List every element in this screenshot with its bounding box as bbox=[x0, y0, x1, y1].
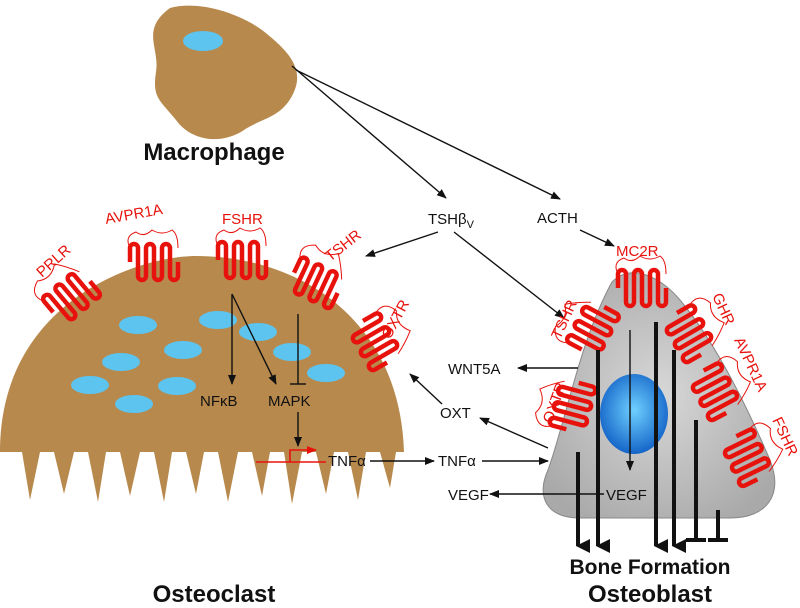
osteoblast-mc2r-receptor bbox=[615, 255, 669, 309]
osteoblast-mc2r-label: MC2R bbox=[616, 243, 659, 260]
osteoclast-fshr-label: FSHR bbox=[222, 211, 263, 228]
arrow-macrophage-to-tshbv bbox=[291, 65, 447, 199]
oxt-label: OXT bbox=[440, 405, 471, 422]
osteoclast-nuclei bbox=[71, 311, 345, 413]
tnfa-promoter-arrow bbox=[289, 446, 317, 462]
osteoclast-label: Osteoclast bbox=[153, 581, 276, 608]
osteoblast-fshr-label: FSHR bbox=[768, 415, 800, 459]
osteoblast-tnfa-label: TNFα bbox=[438, 453, 476, 470]
osteoclast-tshr-label: TSHR bbox=[322, 227, 365, 266]
osteoclast-avpr1a-receptor bbox=[127, 229, 181, 283]
arrow-macrophage-to-acth bbox=[295, 69, 561, 200]
arrow-oxt-to-osteoclast-oxtr bbox=[409, 373, 443, 405]
osteoclast-cell bbox=[0, 256, 404, 504]
arrow-tshbv-to-osteoblast-tshr bbox=[453, 231, 565, 319]
bone-formation-label: Bone Formation bbox=[570, 556, 731, 579]
osteoblast-tshr-receptor bbox=[554, 301, 621, 352]
vegf-out-label: VEGF bbox=[448, 487, 489, 504]
wnt5a-label: WNT5A bbox=[448, 361, 501, 378]
arrow-tshbv-to-osteoclast-tshr bbox=[365, 231, 439, 257]
osteoblast-ghr-receptor bbox=[664, 297, 725, 365]
arrow-acth-to-mc2r bbox=[579, 229, 615, 247]
osteoclast-oxtr-receptor bbox=[350, 305, 411, 373]
osteoclast-avpr1a-label: AVPR1A bbox=[104, 201, 164, 228]
osteoclast-tshr-receptor bbox=[292, 244, 343, 311]
arrow-fshr-to-mapk bbox=[231, 293, 277, 385]
vegf-in-label: VEGF bbox=[606, 487, 647, 504]
osteoblast-oxtr-receptor bbox=[535, 380, 598, 432]
nfkb-label: NFκB bbox=[200, 393, 238, 410]
osteoblast-fshr-receptor bbox=[722, 422, 784, 489]
osteoblast-avpr1a-label: AVPR1A bbox=[730, 335, 770, 395]
osteoblast-nucleus bbox=[600, 374, 668, 454]
osteoclast-prlr-receptor bbox=[33, 263, 103, 322]
osteoblast-label: Osteoblast bbox=[588, 581, 712, 608]
osteoclast-tnfa-label: TNFα bbox=[328, 453, 366, 470]
acth-label: ACTH bbox=[537, 210, 578, 227]
osteoblast-avpr1a-receptor bbox=[690, 356, 752, 423]
tshbv-label: TSHβV bbox=[428, 211, 475, 231]
macrophage-label: Macrophage bbox=[143, 139, 284, 166]
osteoclast-fshr-receptor bbox=[215, 227, 269, 281]
arrow-osteoblast-to-oxt bbox=[479, 417, 549, 449]
macrophage-nucleus bbox=[183, 31, 223, 51]
mapk-label: MAPK bbox=[268, 393, 311, 410]
macrophage-cell bbox=[153, 5, 298, 140]
osteoblast-ghr-label: GHR bbox=[708, 291, 738, 329]
